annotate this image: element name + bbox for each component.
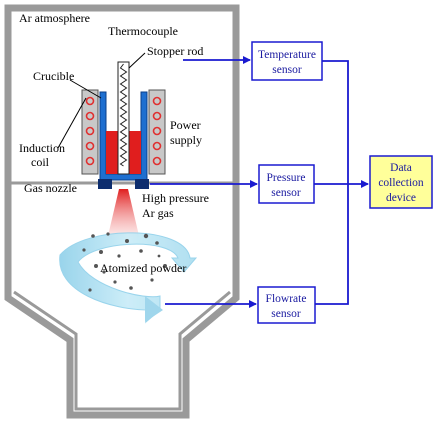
crucible-leader (69, 79, 102, 99)
induction-coil-leader (57, 97, 87, 149)
flowrate-sensor-box (257, 286, 316, 324)
high-pressure-label-2: Ar gas (142, 206, 174, 220)
pressure-sensor-box (258, 164, 315, 204)
high-pressure-label: High pressure (142, 191, 209, 205)
stopper-rod-label: Stopper rod (147, 44, 203, 58)
powder-swirl (59, 232, 198, 324)
crucible-label: Crucible (33, 69, 74, 83)
powder-particles (82, 232, 167, 292)
data-collection-label: Data (390, 162, 412, 174)
power-supply-label-2: supply (170, 133, 202, 147)
atmosphere-label: Ar atmosphere (19, 11, 90, 25)
thermocouple-label: Thermocouple (108, 24, 178, 38)
induction-coil-right (148, 89, 166, 175)
powder-swirl-arrow (145, 296, 163, 322)
data-collection-label-3: device (386, 192, 416, 204)
temperature-sensor-label-2: sensor (272, 64, 302, 76)
gas-nozzle-right (135, 179, 149, 189)
gas-nozzle-label: Gas nozzle (24, 181, 77, 195)
temperature-to-collector-line (322, 60, 349, 184)
flowrate-sensor-label: Flowrate (266, 293, 307, 305)
crucible (99, 91, 148, 181)
data-collection-device-box (369, 155, 433, 209)
chamber-inner-wall (13, 290, 231, 411)
coil-turns (85, 96, 162, 166)
stopper-rod-leader (128, 52, 146, 69)
pressure-sensor-label-2: sensor (271, 187, 301, 199)
induction-coil-label-2: coil (31, 155, 50, 169)
atomizing-jet (107, 189, 140, 240)
power-supply-label: Power (170, 118, 201, 132)
atomized-powder-label: Atomized powder (100, 261, 186, 275)
flowrate-to-collector-line (315, 184, 349, 305)
gas-nozzle-left (98, 179, 112, 189)
pressure-sensor-label: Pressure (267, 172, 306, 184)
flowrate-sensor-label-2: sensor (271, 308, 301, 320)
thermocouple-wire (119, 63, 128, 167)
temperature-sensor-label: Temperature (258, 49, 316, 61)
data-collection-label-2: collection (378, 177, 424, 189)
induction-coil-left (81, 89, 99, 175)
induction-coil-label: Induction (19, 141, 65, 155)
chamber-wall (4, 4, 240, 419)
